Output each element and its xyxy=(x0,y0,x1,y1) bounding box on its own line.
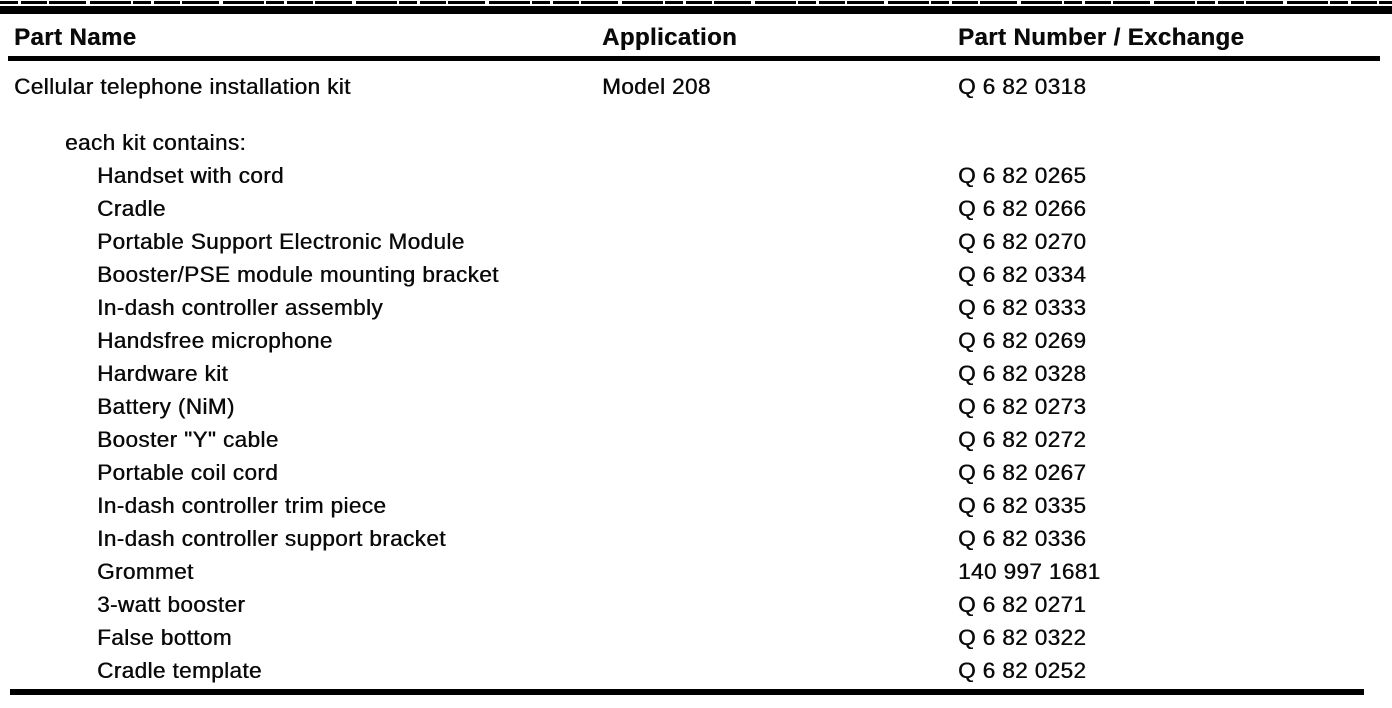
part-number-cell: Q 6 82 0328 xyxy=(958,360,1087,386)
bottom-rule xyxy=(10,689,1364,695)
table-row: Handset with cord Q 6 82 0265 xyxy=(0,159,1392,192)
table-body: Cellular telephone installation kit Mode… xyxy=(0,62,1392,687)
part-number-cell: Q 6 82 0272 xyxy=(958,426,1087,452)
top-thin-rule xyxy=(0,1,1392,4)
part-name-cell: 3-watt booster xyxy=(97,591,246,617)
part-name-cell: Grommet xyxy=(97,558,194,584)
part-number-cell: Q 6 82 0269 xyxy=(958,327,1087,353)
part-name-cell: Cellular telephone installation kit xyxy=(14,73,351,99)
column-header-application: Application xyxy=(602,24,738,51)
part-name-cell: Portable coil cord xyxy=(97,459,279,485)
table-row: In-dash controller support bracket Q 6 8… xyxy=(0,522,1392,555)
application-cell: Model 208 xyxy=(602,73,711,99)
table-row: Grommet 140 997 1681 xyxy=(0,555,1392,588)
part-number-cell: Q 6 82 0273 xyxy=(958,393,1087,419)
part-name-cell: False bottom xyxy=(97,624,232,650)
table-row: Booster/PSE module mounting bracket Q 6 … xyxy=(0,258,1392,291)
part-name-cell: In-dash controller support bracket xyxy=(97,525,446,551)
part-name-cell: Hardware kit xyxy=(97,360,229,386)
top-thick-rule xyxy=(0,6,1392,14)
part-name-cell: Booster/PSE module mounting bracket xyxy=(97,261,499,287)
part-number-cell: Q 6 82 0334 xyxy=(958,261,1087,287)
part-name-cell: In-dash controller assembly xyxy=(97,294,383,320)
column-header-part-number: Part Number / Exchange xyxy=(958,24,1245,51)
table-row: Battery (NiM) Q 6 82 0273 xyxy=(0,390,1392,423)
part-number-cell: Q 6 82 0318 xyxy=(958,73,1087,99)
part-number-cell: Q 6 82 0266 xyxy=(958,195,1087,221)
part-name-cell: Handset with cord xyxy=(97,162,284,188)
column-header-part-name: Part Name xyxy=(14,24,137,51)
table-row: Cradle Q 6 82 0266 xyxy=(0,192,1392,225)
part-number-cell: Q 6 82 0336 xyxy=(958,525,1087,551)
header-rule xyxy=(8,56,1380,61)
part-number-cell: Q 6 82 0271 xyxy=(958,591,1087,617)
table-row: False bottom Q 6 82 0322 xyxy=(0,621,1392,654)
table-row: Portable coil cord Q 6 82 0267 xyxy=(0,456,1392,489)
part-name-cell: Cradle template xyxy=(97,657,262,683)
part-name-cell: Handsfree microphone xyxy=(97,327,333,353)
table-row: Portable Support Electronic Module Q 6 8… xyxy=(0,225,1392,258)
table-row: Cellular telephone installation kit Mode… xyxy=(0,70,1392,103)
part-name-cell: In-dash controller trim piece xyxy=(97,492,387,518)
table-row: Hardware kit Q 6 82 0328 xyxy=(0,357,1392,390)
part-name-cell: Battery (NiM) xyxy=(97,393,235,419)
table-row: In-dash controller trim piece Q 6 82 033… xyxy=(0,489,1392,522)
part-number-cell: Q 6 82 0267 xyxy=(958,459,1087,485)
part-number-cell: 140 997 1681 xyxy=(958,558,1101,584)
part-number-cell: Q 6 82 0265 xyxy=(958,162,1087,188)
part-number-cell: Q 6 82 0333 xyxy=(958,294,1087,320)
part-number-cell: Q 6 82 0270 xyxy=(958,228,1087,254)
part-number-cell: Q 6 82 0252 xyxy=(958,657,1087,683)
part-name-cell: Booster "Y" cable xyxy=(97,426,279,452)
table-row: Handsfree microphone Q 6 82 0269 xyxy=(0,324,1392,357)
table-header: Part Name Application Part Number / Exch… xyxy=(0,20,1392,56)
table-row: Cradle template Q 6 82 0252 xyxy=(0,654,1392,687)
part-name-cell: each kit contains: xyxy=(65,129,247,155)
part-name-cell: Cradle xyxy=(97,195,166,221)
table-row: 3-watt booster Q 6 82 0271 xyxy=(0,588,1392,621)
table-row: Booster "Y" cable Q 6 82 0272 xyxy=(0,423,1392,456)
part-number-cell: Q 6 82 0335 xyxy=(958,492,1087,518)
table-row: In-dash controller assembly Q 6 82 0333 xyxy=(0,291,1392,324)
part-name-cell: Portable Support Electronic Module xyxy=(97,228,465,254)
part-number-cell: Q 6 82 0322 xyxy=(958,624,1087,650)
table-row: each kit contains: xyxy=(0,126,1392,159)
